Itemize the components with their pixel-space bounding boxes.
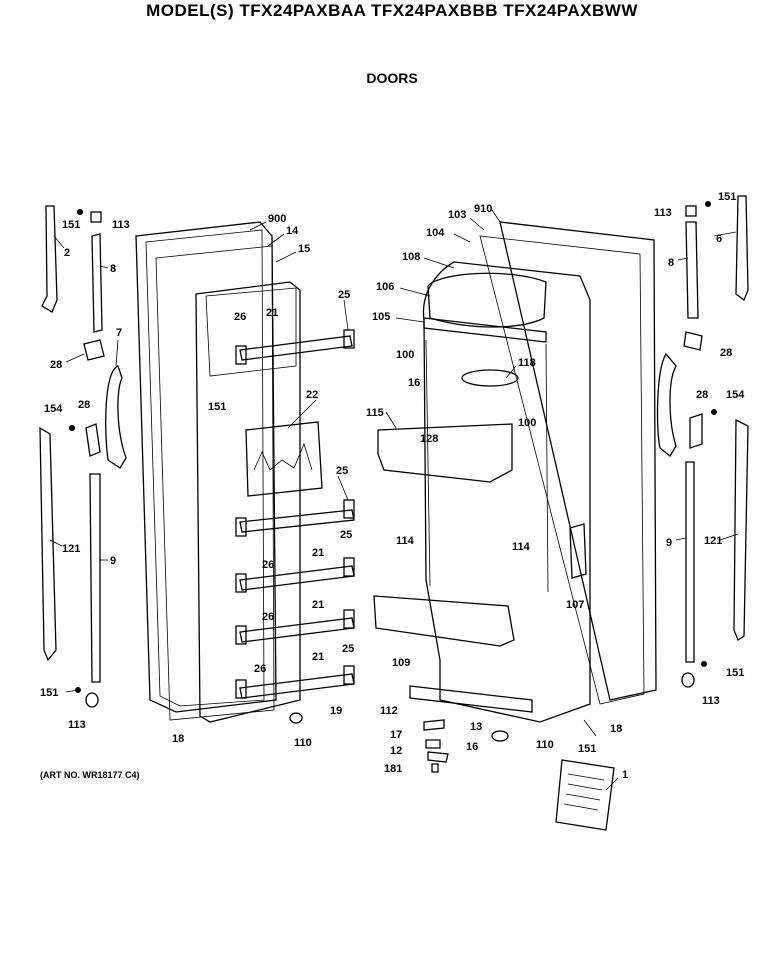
fresh-food-door: [373, 221, 657, 742]
callout-100: 100: [396, 349, 414, 361]
callout-900: 900: [268, 213, 286, 225]
callout-14: 14: [286, 225, 299, 237]
callout-16: 16: [466, 741, 478, 753]
callout-15: 15: [298, 243, 310, 255]
callout-25: 25: [336, 465, 348, 477]
center-small-parts: [423, 719, 449, 773]
callout-107: 107: [566, 599, 584, 611]
callout-104: 104: [426, 227, 445, 239]
callout-21: 21: [312, 547, 324, 559]
callout-28: 28: [720, 347, 732, 359]
callout-114: 114: [396, 535, 415, 547]
callout-113: 113: [654, 207, 672, 219]
callout-154: 154: [726, 389, 745, 401]
left-bracket-28-lower: [85, 423, 101, 457]
art-number: (ART NO. WR18177 C4): [40, 770, 140, 780]
callout-25: 25: [338, 289, 350, 301]
callout-118: 118: [518, 357, 536, 369]
callout-109: 109: [392, 657, 410, 669]
callout-7: 7: [116, 327, 122, 339]
callout-115: 115: [366, 407, 384, 419]
right-loose-parts: [656, 195, 749, 688]
callout-21: 21: [312, 599, 324, 611]
callout-113: 113: [112, 219, 130, 231]
callout-19: 19: [330, 705, 342, 717]
callout-910: 910: [474, 203, 492, 215]
callout-151: 151: [62, 219, 80, 231]
callout-18: 18: [610, 723, 622, 735]
callout-28: 28: [696, 389, 708, 401]
callout-121: 121: [62, 543, 80, 555]
callout-121: 121: [704, 535, 722, 547]
callout-25: 25: [340, 529, 352, 541]
callout-106: 106: [376, 281, 394, 293]
callout-12: 12: [390, 745, 402, 757]
callout-154: 154: [44, 403, 63, 415]
callout-103: 103: [448, 209, 466, 221]
diagram-title: MODEL(S) TFX24PAXBAA TFX24PAXBBB TFX24PA…: [146, 1, 638, 20]
callout-110: 110: [536, 739, 554, 751]
callout-112: 112: [380, 705, 398, 717]
left-clip-113-lower: [85, 692, 99, 708]
leader-lines: [49, 209, 739, 791]
callout-151: 151: [208, 401, 226, 413]
callout-110: 110: [294, 737, 312, 749]
callout-8: 8: [110, 263, 116, 275]
literature-packet: [555, 759, 615, 831]
callout-113: 113: [702, 695, 720, 707]
left-bracket-28: [83, 339, 105, 361]
callout-26: 26: [262, 611, 274, 623]
callout-181: 181: [384, 763, 402, 775]
callout-28: 28: [50, 359, 62, 371]
callout-2: 2: [64, 247, 70, 259]
callout-16: 16: [408, 377, 420, 389]
left-trim-strip-2: [41, 205, 58, 313]
callout-28: 28: [78, 399, 90, 411]
callout-25: 25: [342, 643, 354, 655]
left-screw-151: [77, 209, 83, 215]
left-trim-strip-121: [39, 426, 57, 662]
callout-21: 21: [312, 651, 324, 663]
callout-22: 22: [306, 389, 318, 401]
callout-21: 21: [266, 307, 278, 319]
callout-9: 9: [666, 537, 672, 549]
callout-9: 9: [110, 555, 116, 567]
callout-151: 151: [726, 667, 744, 679]
callout-108: 108: [402, 251, 420, 263]
callout-151: 151: [578, 743, 596, 755]
left-clip-113: [90, 211, 102, 223]
callout-128: 128: [420, 433, 438, 445]
callout-8: 8: [668, 257, 674, 269]
diagram-subtitle: DOORS: [366, 70, 418, 86]
callout-13: 13: [470, 721, 482, 733]
callout-151: 151: [718, 191, 736, 203]
callout-6: 6: [716, 233, 722, 245]
left-hinge-cover-8: [91, 233, 103, 333]
callout-113: 113: [68, 719, 86, 731]
callout-151: 151: [40, 687, 58, 699]
callout-26: 26: [262, 559, 274, 571]
callout-105: 105: [372, 311, 390, 323]
left-hinge-cover-9: [89, 473, 101, 683]
callout-18: 18: [172, 733, 184, 745]
callout-26: 26: [254, 663, 266, 675]
callout-114: 114: [512, 541, 531, 553]
callout-100: 100: [518, 417, 536, 429]
left-screw-154: [69, 425, 75, 431]
left-handle-7: [105, 365, 127, 469]
callout-17: 17: [390, 729, 402, 741]
callout-1: 1: [622, 769, 628, 781]
callout-26: 26: [234, 311, 246, 323]
callout-labels: 2 151 113 8 7 28 154 28 121 9 151 113 90…: [40, 191, 745, 781]
freezer-door: [135, 221, 355, 724]
